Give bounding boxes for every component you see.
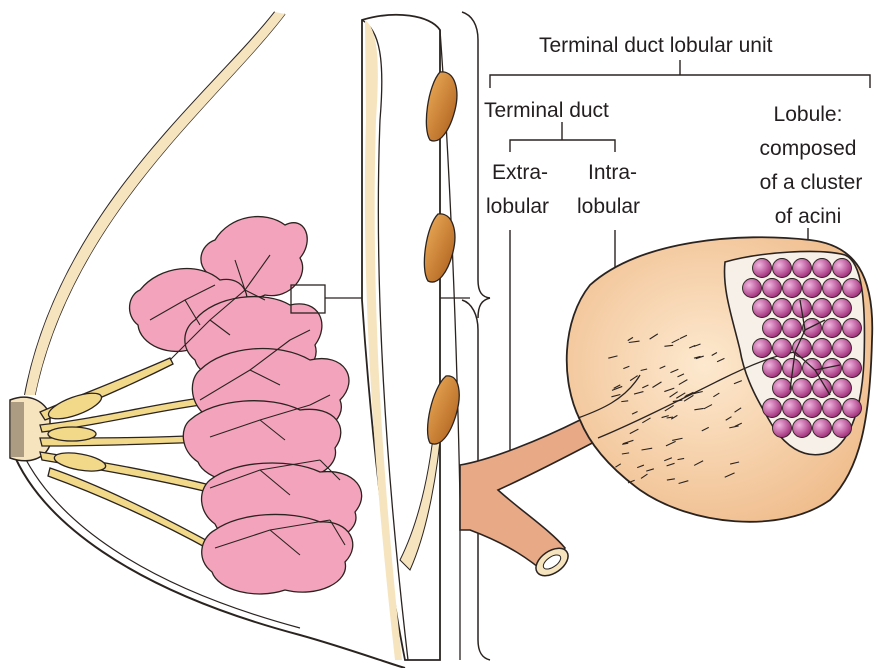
acinus (793, 259, 812, 278)
acinus (753, 259, 772, 278)
tdlu-label: Terminal duct lobular unit (539, 33, 772, 58)
acinus (843, 319, 862, 338)
acinus (803, 399, 822, 418)
acinus (773, 339, 792, 358)
acinus (833, 259, 852, 278)
acinus (843, 399, 862, 418)
acinus (783, 319, 802, 338)
ducts (40, 358, 215, 551)
acinus (753, 299, 772, 318)
acinus (843, 359, 862, 378)
acinus (773, 299, 792, 318)
intralobular-label-line1: Intra- (588, 160, 637, 185)
acinus (743, 279, 762, 298)
acinus (803, 319, 822, 338)
lobule-label-line2: composed (742, 136, 874, 161)
acinus (773, 379, 792, 398)
acinus (843, 279, 862, 298)
acinus (763, 279, 782, 298)
acinus (773, 419, 792, 438)
intralobular-label-line2: lobular (577, 194, 640, 219)
acinus (773, 259, 792, 278)
acinus (833, 379, 852, 398)
acinus (813, 299, 832, 318)
acinus (763, 319, 782, 338)
acinus (823, 319, 842, 338)
acinus (813, 339, 832, 358)
terminal-duct-label: Terminal duct (484, 98, 609, 123)
acinus (833, 339, 852, 358)
acinus (813, 259, 832, 278)
acinus (793, 419, 812, 438)
acinus (833, 299, 852, 318)
extralobular-label-line1: Extra- (492, 160, 548, 185)
acinus (763, 359, 782, 378)
lobule-label-line1: Lobule: (742, 102, 874, 127)
acinus (753, 339, 772, 358)
acinus (803, 279, 822, 298)
acinus (783, 279, 802, 298)
extralobular-label-line2: lobular (486, 194, 549, 219)
acinus (793, 339, 812, 358)
acinus (783, 399, 802, 418)
acinus (813, 419, 832, 438)
acinus (793, 379, 812, 398)
acinus (823, 279, 842, 298)
lobule-label-line3: of a cluster (742, 170, 880, 195)
lobule-label-line4: of acini (742, 204, 874, 229)
acinus (763, 399, 782, 418)
acinus (823, 399, 842, 418)
acinus (833, 419, 852, 438)
